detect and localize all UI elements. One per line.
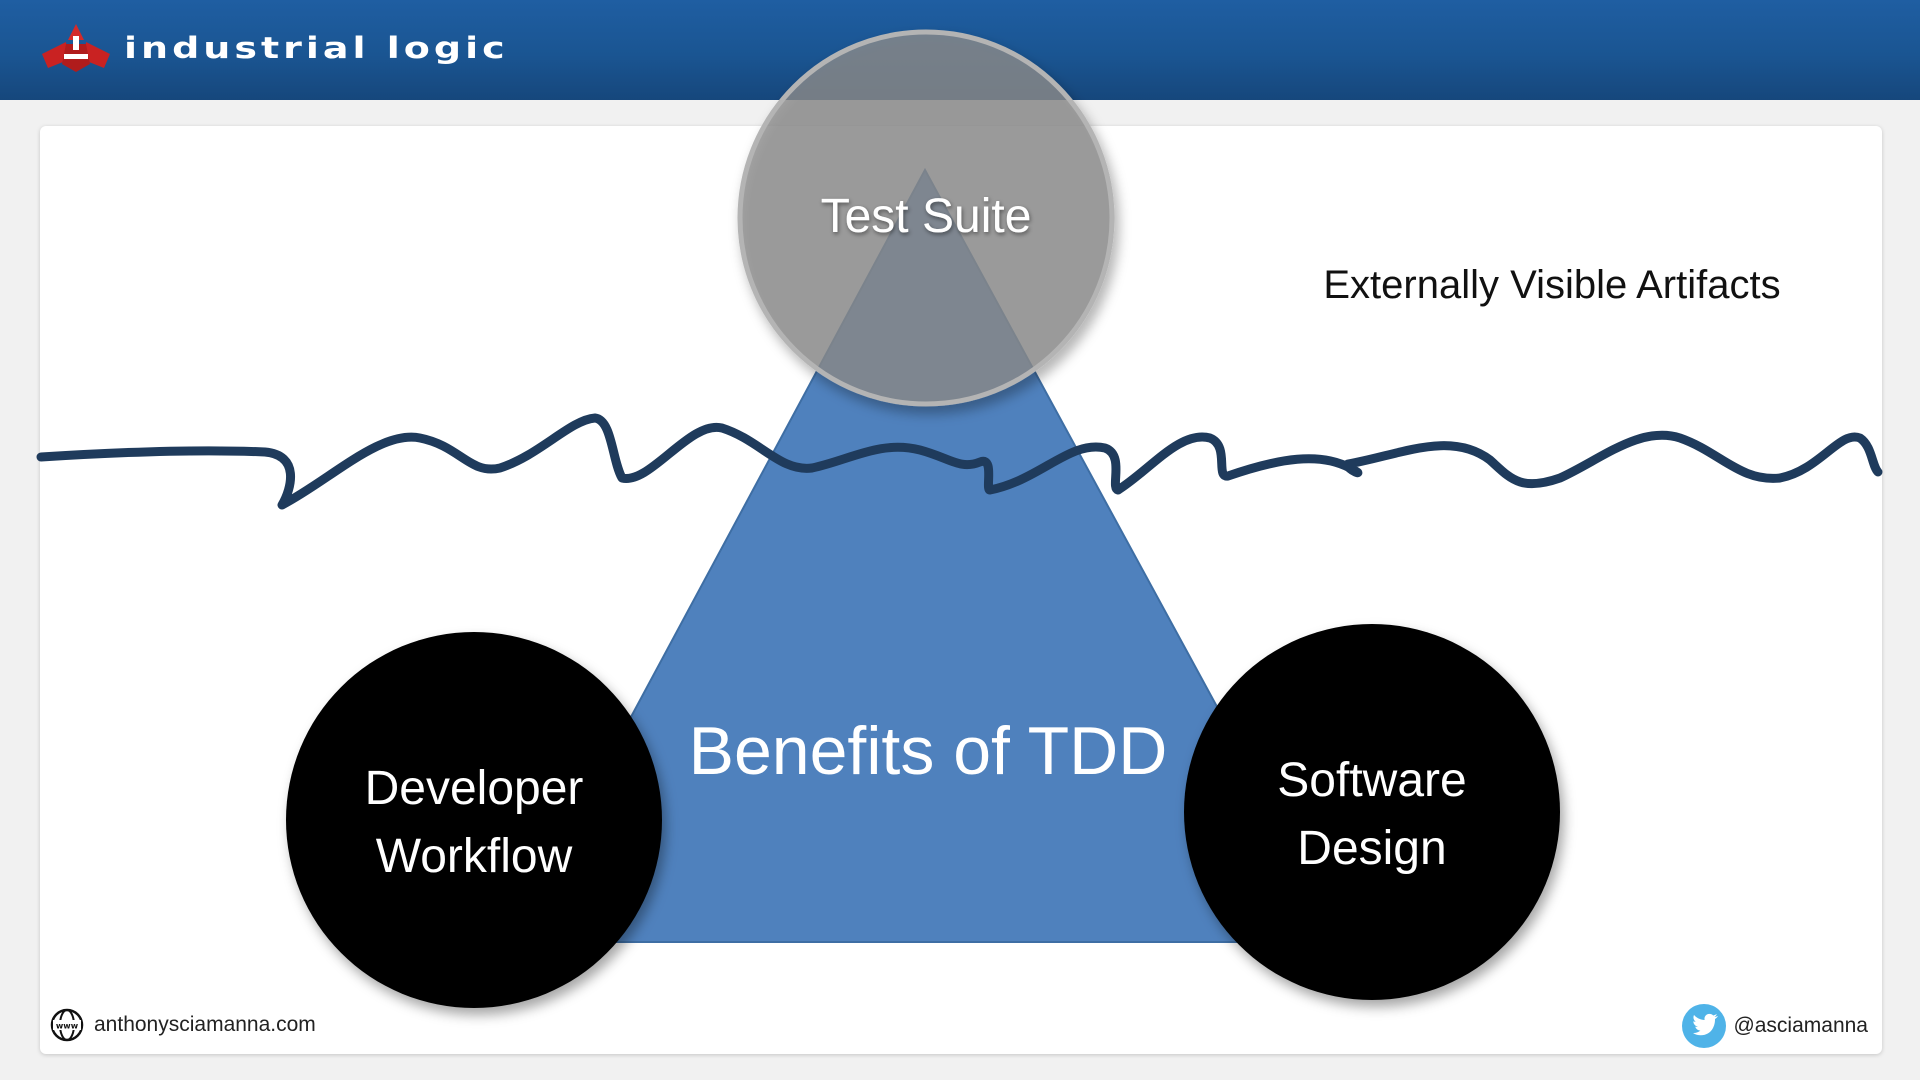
benefits-triangle: [508, 167, 1347, 943]
externally-visible-artifacts-label: Externally Visible Artifacts: [1323, 263, 1780, 307]
software-design-circle: [1184, 624, 1560, 1000]
developer-workflow-label-line2: Workflow: [376, 830, 573, 883]
svg-text:www: www: [56, 1022, 79, 1031]
twitter-bird-icon: [1682, 1004, 1727, 1048]
test-suite-label: Test Suite: [821, 190, 1032, 243]
developer-workflow-circle: [286, 632, 662, 1008]
benefits-of-tdd-label: Benefits of TDD: [689, 713, 1168, 789]
brand: industrial logic: [38, 18, 509, 78]
developer-workflow-label-line1: Developer: [365, 762, 584, 815]
website-link[interactable]: anthonysciamanna.com: [94, 1013, 316, 1036]
waterline-squiggle: [36, 413, 1883, 510]
twitter-handle[interactable]: @asciamanna: [1733, 1014, 1868, 1037]
industrial-logic-logo-icon: [42, 24, 110, 72]
test-suite-circle: [737, 29, 1115, 407]
footer-twitter[interactable]: @asciamanna: [1681, 1003, 1868, 1049]
footer-website[interactable]: www anthonysciamanna.com: [50, 1008, 316, 1042]
software-design-label-line1: Software: [1277, 754, 1466, 807]
brand-wordmark: industrial logic: [124, 30, 509, 66]
globe-icon: www: [50, 1008, 84, 1042]
software-design-label-line2: Design: [1297, 822, 1446, 875]
